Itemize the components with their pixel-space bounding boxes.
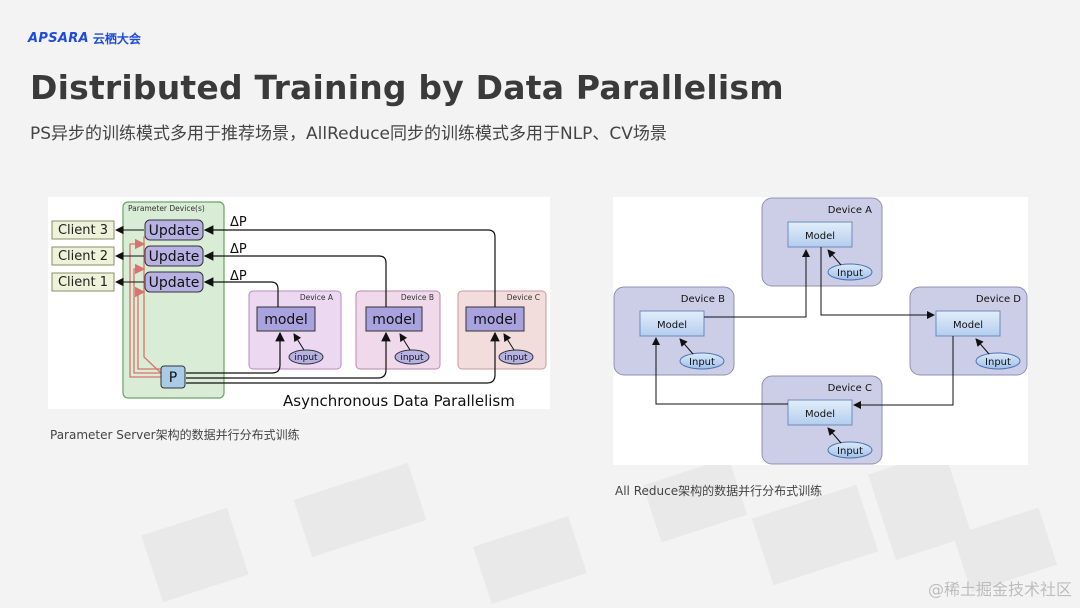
ar-device-a-input: Input: [837, 268, 863, 279]
watermark: @稀土掘金技术社区: [927, 580, 1072, 599]
client-3: Client 3: [51, 220, 115, 240]
ps-device-a-model: model: [264, 312, 308, 328]
ps-device-b-model: model: [372, 312, 416, 328]
ar-device-d-input: Input: [985, 357, 1011, 368]
parameter-server-label: Parameter Device(s): [128, 204, 205, 213]
ar-device-d: Device D Model Input: [909, 286, 1028, 376]
update-node-1: Update: [144, 219, 204, 241]
ps-device-a-input: input: [294, 353, 318, 363]
allreduce-diagram-panel: Device A Model Input Device B Model Inpu…: [613, 197, 1028, 465]
brand-logo: APSARA 云栖大会: [28, 30, 141, 46]
brand-event: 云栖大会: [92, 31, 141, 46]
ps-device-b-input: input: [400, 353, 424, 363]
client-3-label: Client 3: [58, 223, 108, 238]
ar-device-a: Device A Model Input: [761, 197, 883, 287]
ar-device-c: Device C Model Input: [761, 375, 883, 465]
ps-diagram-panel: Parameter Device(s) Client 3 Client 2 Cl…: [48, 197, 550, 410]
ar-device-b-input: Input: [689, 357, 715, 368]
update-node-2: Update: [144, 245, 204, 267]
ar-device-d-label: Device D: [976, 294, 1021, 305]
ps-caption: Parameter Server架构的数据并行分布式训练: [50, 428, 300, 442]
p-node: P: [160, 365, 186, 389]
ar-device-b: Device B Model Input: [613, 286, 735, 376]
ar-device-c-label: Device C: [828, 383, 872, 394]
allreduce-diagram: Device A Model Input Device B Model Inpu…: [613, 197, 1028, 465]
ar-device-a-label: Device A: [828, 205, 872, 216]
client-1: Client 1: [51, 272, 115, 292]
delta-p-label-1: ΔP: [230, 215, 247, 230]
ar-device-c-input: Input: [837, 446, 863, 457]
ps-diagram-footer: Asynchronous Data Parallelism: [283, 392, 515, 409]
client-2-label: Client 2: [58, 249, 108, 264]
ar-device-b-model: Model: [657, 320, 687, 331]
update-node-3: Update: [144, 271, 204, 293]
update-label-1: Update: [149, 223, 200, 239]
brand-mark: APSARA: [28, 30, 89, 46]
ar-device-c-model: Model: [805, 409, 835, 420]
page-title: Distributed Training by Data Parallelism: [30, 68, 784, 107]
allreduce-caption: All Reduce架构的数据并行分布式训练: [615, 484, 823, 498]
delta-p-label-3: ΔP: [230, 269, 247, 284]
ps-device-b-label: Device B: [401, 293, 434, 302]
ar-device-d-model: Model: [953, 320, 983, 331]
update-label-3: Update: [149, 275, 200, 291]
ps-device-a-label: Device A: [300, 293, 334, 302]
client-1-label: Client 1: [58, 275, 108, 290]
ar-device-a-model: Model: [805, 231, 835, 242]
ar-device-b-label: Device B: [681, 294, 725, 305]
ps-device-c-label: Device C: [507, 293, 540, 302]
update-label-2: Update: [149, 249, 200, 265]
delta-p-label-2: ΔP: [230, 242, 247, 257]
ps-device-c-model: model: [473, 312, 517, 328]
page-subtitle: PS异步的训练模式多用于推荐场景，AllReduce同步的训练模式多用于NLP、…: [30, 124, 667, 144]
ps-device-b: Device B model input: [355, 290, 441, 370]
ps-device-c-input: input: [504, 353, 528, 363]
ps-diagram: Parameter Device(s) Client 3 Client 2 Cl…: [51, 201, 547, 410]
client-2: Client 2: [51, 246, 115, 266]
p-node-label: P: [169, 370, 177, 386]
ps-device-c: Device C model input: [457, 290, 547, 370]
ps-device-a: Device A model input: [248, 290, 342, 370]
